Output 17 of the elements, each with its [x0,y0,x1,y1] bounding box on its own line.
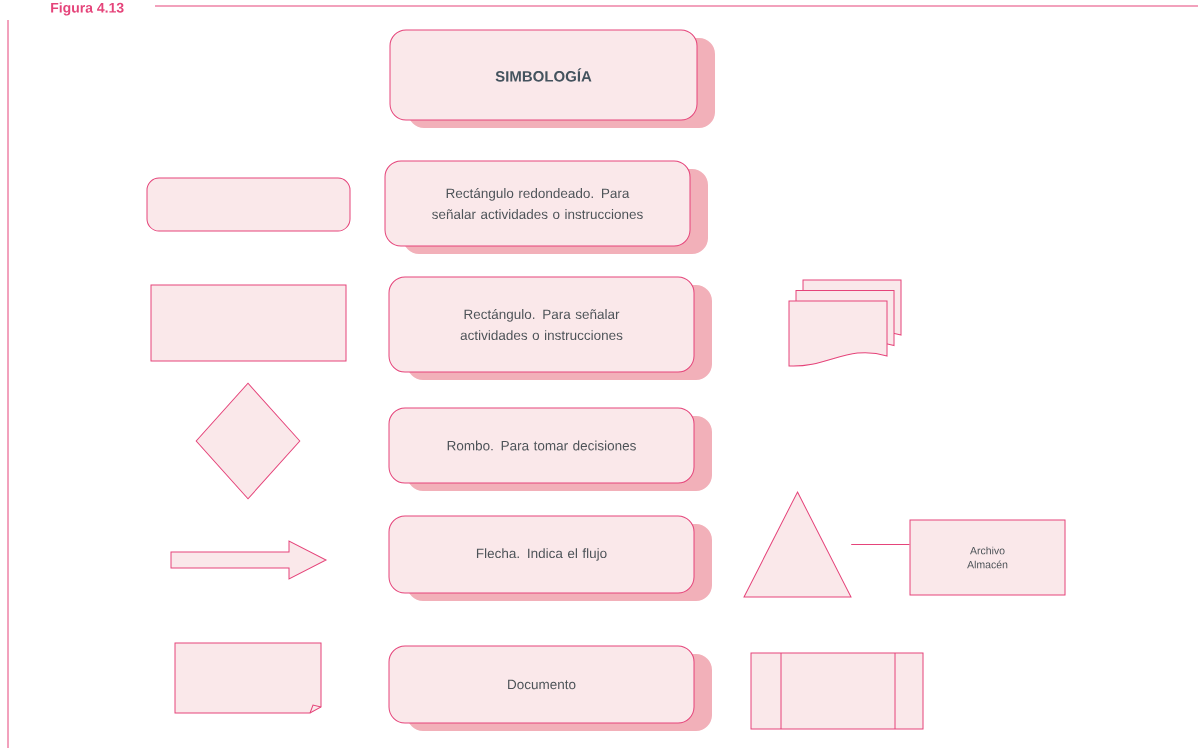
triangle-symbol [743,491,852,598]
multiple-documents-symbol [788,279,902,367]
connector-line [850,544,910,545]
arrow-symbol [170,540,327,580]
heading-box: SIMBOLOGÍA [389,29,715,128]
rectangle-symbol [150,284,347,362]
description-box: Flecha. Indica el flujo [388,515,712,601]
figure-title: Figura 4.13 [51,2,124,16]
description-box: Rectángulo. Para señalar actividades o instrucciones [388,276,712,380]
rounded-rectangle-symbol [146,177,351,232]
bars-rectangle-symbol [750,652,924,730]
label-box: Archivo Almacén [909,519,1066,596]
document-symbol [174,642,322,714]
description-box: Documento [388,645,712,731]
description-box: Rectángulo redondeado. Para señalar actividades o instrucciones [384,160,708,254]
diamond-symbol [195,382,301,500]
description-box: Rombo. Para tomar decisiones [388,407,712,491]
